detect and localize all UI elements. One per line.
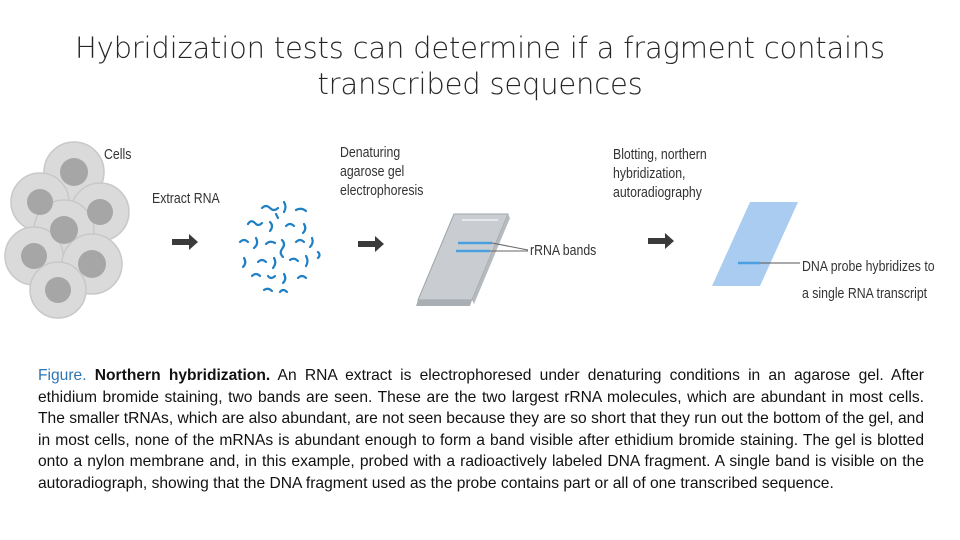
cell-cluster-icon bbox=[4, 141, 130, 319]
label-cells: Cells bbox=[104, 146, 132, 163]
slide-title: Hybridization tests can determine if a f… bbox=[75, 31, 885, 101]
label-denaturing-3: electrophoresis bbox=[340, 182, 424, 199]
figure-label: Figure. bbox=[38, 367, 87, 384]
label-denaturing-1: Denaturing bbox=[340, 144, 401, 161]
label-rrna-bands: rRNA bands bbox=[530, 242, 597, 259]
label-probe-1: DNA probe hybridizes to bbox=[802, 258, 935, 275]
label-blotting-3: autoradiography bbox=[613, 184, 702, 201]
label-denaturing-2: agarose gel bbox=[340, 163, 405, 180]
agarose-gel-icon bbox=[416, 213, 529, 306]
diagram-graphics bbox=[4, 141, 800, 319]
label-probe-2: a single RNA transcript bbox=[802, 285, 928, 302]
figure-heading: Northern hybridization. bbox=[94, 367, 271, 384]
rna-strands-icon bbox=[238, 200, 321, 294]
figure-caption: Figure. Northern hybridization. An RNA e… bbox=[38, 365, 924, 494]
label-blotting-2: hybridization, bbox=[613, 165, 686, 182]
arrow-icon-1 bbox=[172, 234, 198, 250]
arrow-icon-3 bbox=[648, 233, 674, 249]
northern-blot-diagram: Cells Extract RNA Denaturing agarose gel… bbox=[0, 130, 960, 330]
nylon-membrane-icon bbox=[712, 202, 800, 286]
figure-text: An RNA extract is electrophoresed under … bbox=[38, 367, 924, 492]
label-blotting-1: Blotting, northern bbox=[613, 146, 707, 163]
label-extract-rna: Extract RNA bbox=[152, 190, 220, 207]
arrow-icon-2 bbox=[358, 236, 384, 252]
